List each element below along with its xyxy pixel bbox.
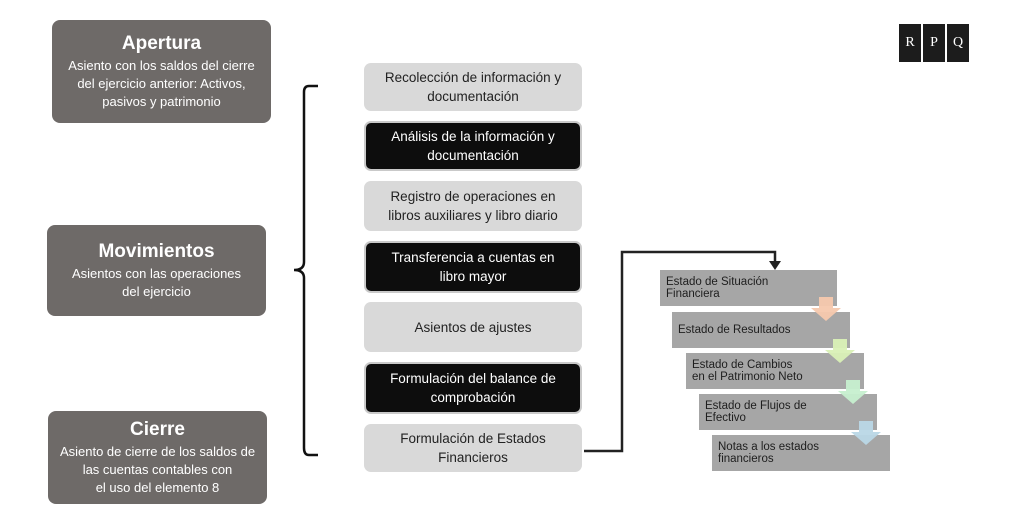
step-line: Registro de operaciones en — [390, 189, 556, 204]
phase-apertura-box: Apertura Asiento con los saldos del cier… — [52, 20, 271, 123]
desc-line: el uso del elemento 8 — [95, 479, 220, 495]
step-transferencia: Transferencia a cuentas en libro mayor — [364, 241, 582, 293]
elbow-connector — [584, 250, 777, 453]
step-line: Financieros — [438, 450, 508, 465]
step-line: documentación — [427, 89, 519, 104]
statement-line: Estado de Flujos de — [705, 400, 807, 412]
chevron-down-icon — [825, 339, 855, 363]
step-line: Formulación del balance de — [390, 371, 556, 386]
statement-line: Estado de Situación — [666, 276, 769, 288]
step-line: comprobación — [430, 390, 516, 405]
step-line: Transferencia a cuentas en — [391, 250, 555, 265]
phase-cierre-box: Cierre Asiento de cierre de los saldos d… — [48, 411, 267, 504]
phase-movimientos-title: Movimientos — [98, 240, 215, 262]
step-line: documentación — [427, 148, 519, 163]
desc-line: Asientos con las operaciones — [71, 265, 242, 281]
step-line: Recolección de información y — [384, 70, 562, 85]
statement-line: en el Patrimonio Neto — [692, 371, 803, 383]
logo-letter: R — [899, 24, 921, 62]
step-ajustes: Asientos de ajustes — [364, 302, 582, 352]
phase-apertura-title: Apertura — [121, 32, 202, 54]
step-line: Asientos de ajustes — [414, 319, 532, 335]
phase-apertura-desc: Asiento con los saldos del cierre del ej… — [68, 57, 254, 111]
statement-cambios-patrimonio: Estado de Cambios en el Patrimonio Neto — [686, 353, 864, 389]
desc-line: Asiento con los saldos del cierre — [68, 57, 255, 73]
desc-line: del ejercicio anterior: Activos, — [77, 75, 246, 91]
phase-cierre-desc: Asiento de cierre de los saldos de las c… — [60, 443, 255, 497]
arrowhead-icon — [769, 261, 781, 270]
phase-cierre-title: Cierre — [130, 418, 185, 440]
phase-movimientos-box: Movimientos Asientos con las operaciones… — [47, 225, 266, 316]
statement-line: Notas a los estados — [718, 441, 820, 453]
statement-line: financieros — [718, 453, 774, 465]
logo-letter: Q — [947, 24, 969, 62]
curly-brace — [293, 84, 318, 457]
step-line: Análisis de la información y — [391, 129, 555, 144]
statement-line: Financiera — [666, 288, 720, 300]
desc-line: Asiento de cierre de los saldos de — [59, 443, 256, 459]
step-line: Formulación de Estados — [400, 431, 546, 446]
chevron-down-icon — [811, 297, 841, 321]
desc-line: del ejercicio — [122, 283, 191, 299]
statement-notas: Notas a los estados financieros — [712, 435, 890, 471]
statement-line: Efectivo — [705, 412, 746, 424]
logo-letter: P — [923, 24, 945, 62]
statement-flujos-efectivo: Estado de Flujos de Efectivo — [699, 394, 877, 430]
step-line: libro mayor — [439, 269, 507, 284]
step-analisis: Análisis de la información y documentació… — [364, 121, 582, 171]
statement-line: Estado de Resultados — [678, 324, 791, 336]
phase-movimientos-desc: Asientos con las operaciones del ejercic… — [72, 265, 241, 301]
step-recoleccion: Recolección de información y documentació… — [364, 63, 582, 111]
statement-line: Estado de Cambios — [692, 359, 793, 371]
statement-situacion-financiera: Estado de Situación Financiera — [660, 270, 837, 306]
statement-resultados: Estado de Resultados — [672, 312, 850, 348]
chevron-down-icon — [851, 421, 881, 445]
chevron-down-icon — [838, 380, 868, 404]
step-balance: Formulación del balance de comprobación — [364, 362, 582, 414]
step-line: libros auxiliares y libro diario — [388, 208, 558, 223]
desc-line: pasivos y patrimonio — [102, 93, 221, 109]
step-registro: Registro de operaciones en libros auxilia… — [364, 181, 582, 231]
desc-line: las cuentas contables con — [82, 461, 233, 477]
